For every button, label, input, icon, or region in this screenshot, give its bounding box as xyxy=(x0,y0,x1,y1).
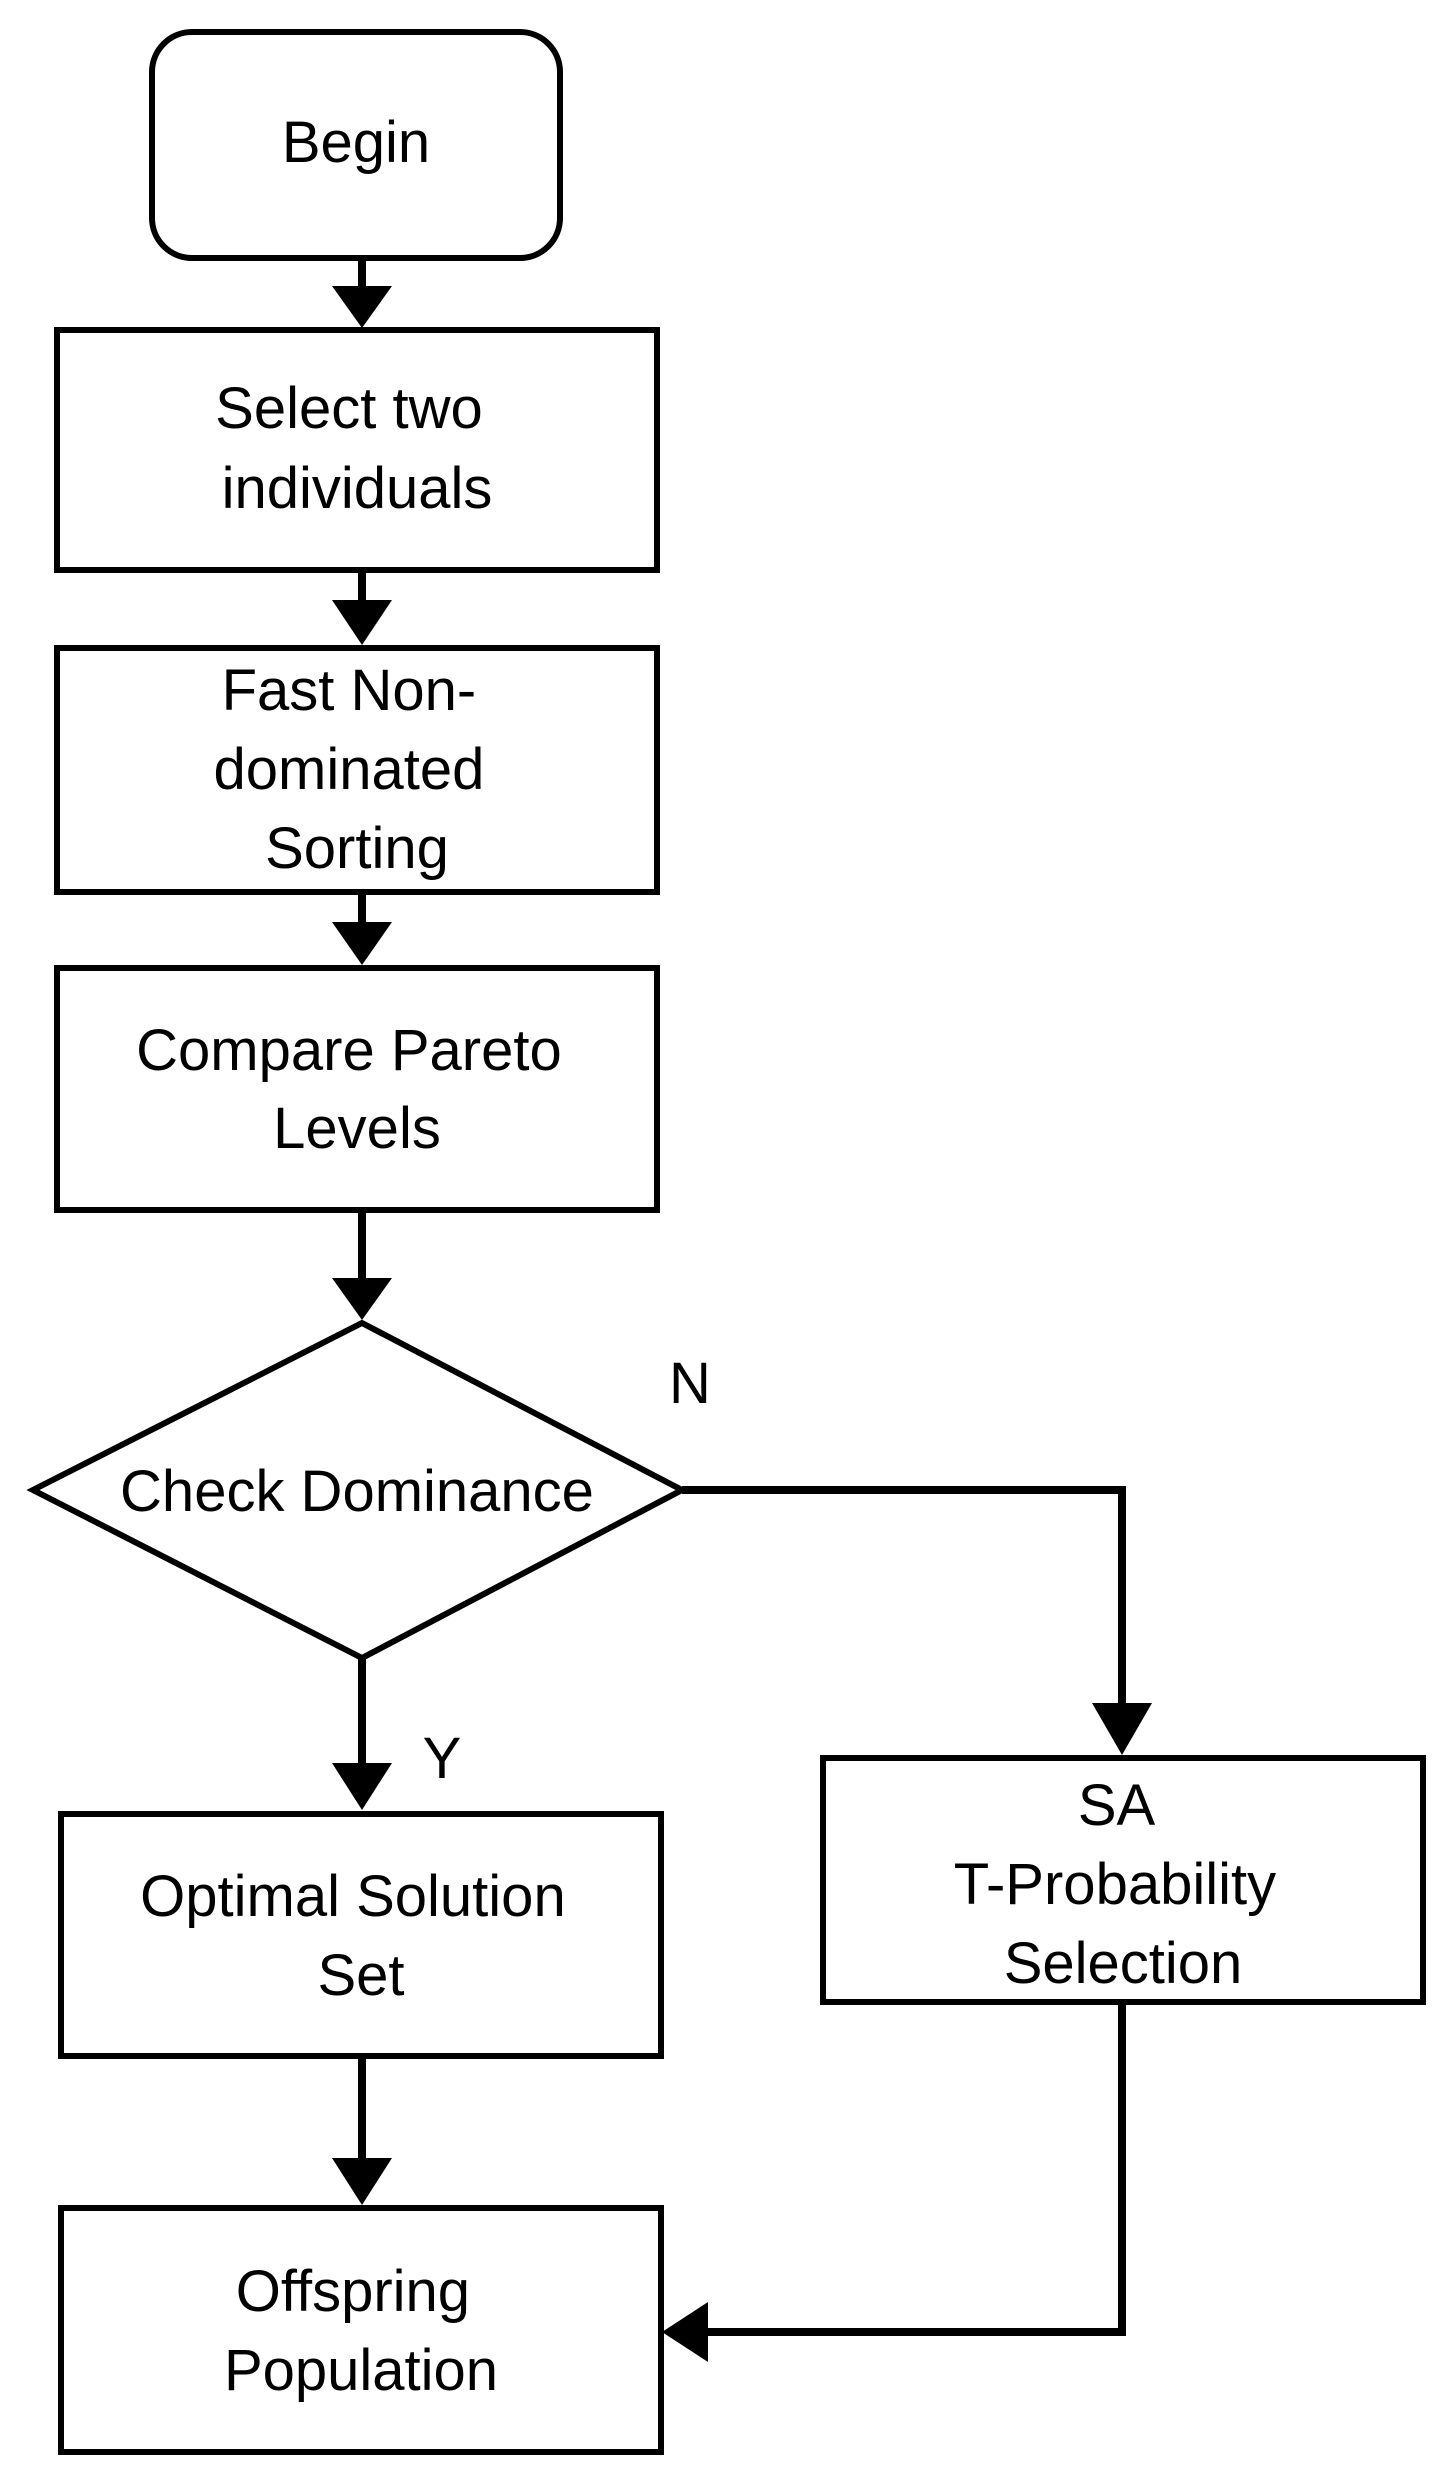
arrow-select-to-sorting xyxy=(332,570,392,645)
arrow-compare-to-check xyxy=(332,1210,392,1320)
node-sa-label: SA T-Probability Selection xyxy=(954,1773,1292,1996)
connectors xyxy=(332,258,1152,2362)
node-sa-t-probability-selection: SA T-Probability Selection xyxy=(820,1755,1426,2005)
node-begin: Begin xyxy=(149,29,563,261)
arrow-check-yes-to-optimal xyxy=(332,1658,392,1810)
node-optimal-label: Optimal Solution Set xyxy=(140,1864,582,2008)
node-offspring-population: Offspring Population xyxy=(58,2205,664,2455)
node-fast-non-dominated-sorting: Fast Non- dominated Sorting xyxy=(54,645,660,895)
edge-label-yes: Y xyxy=(423,1726,462,1791)
node-check-label: Check Dominance xyxy=(120,1459,594,1524)
node-compare-label: Compare Pareto Levels xyxy=(136,1018,578,1161)
node-compare-pareto-levels: Compare Pareto Levels xyxy=(54,965,660,1213)
arrow-sa-to-offspring xyxy=(662,2002,1126,2362)
node-sorting-label: Fast Non- dominated Sorting xyxy=(214,658,501,881)
arrow-optimal-to-offspring xyxy=(332,2056,392,2205)
edge-label-no: N xyxy=(669,1351,711,1416)
arrow-sorting-to-compare xyxy=(332,892,392,965)
node-offspring-label: Offspring Population xyxy=(224,2259,498,2403)
node-select-label: Select two individuals xyxy=(215,376,499,521)
node-begin-label: Begin xyxy=(282,110,430,175)
node-select-two-individuals: Select two individuals xyxy=(54,327,660,573)
arrow-begin-to-select xyxy=(332,258,392,328)
arrow-check-no-to-sa xyxy=(682,1486,1152,1755)
node-optimal-solution-set: Optimal Solution Set xyxy=(58,1811,664,2059)
node-check-dominance-diamond: Check Dominance xyxy=(26,1319,689,1662)
